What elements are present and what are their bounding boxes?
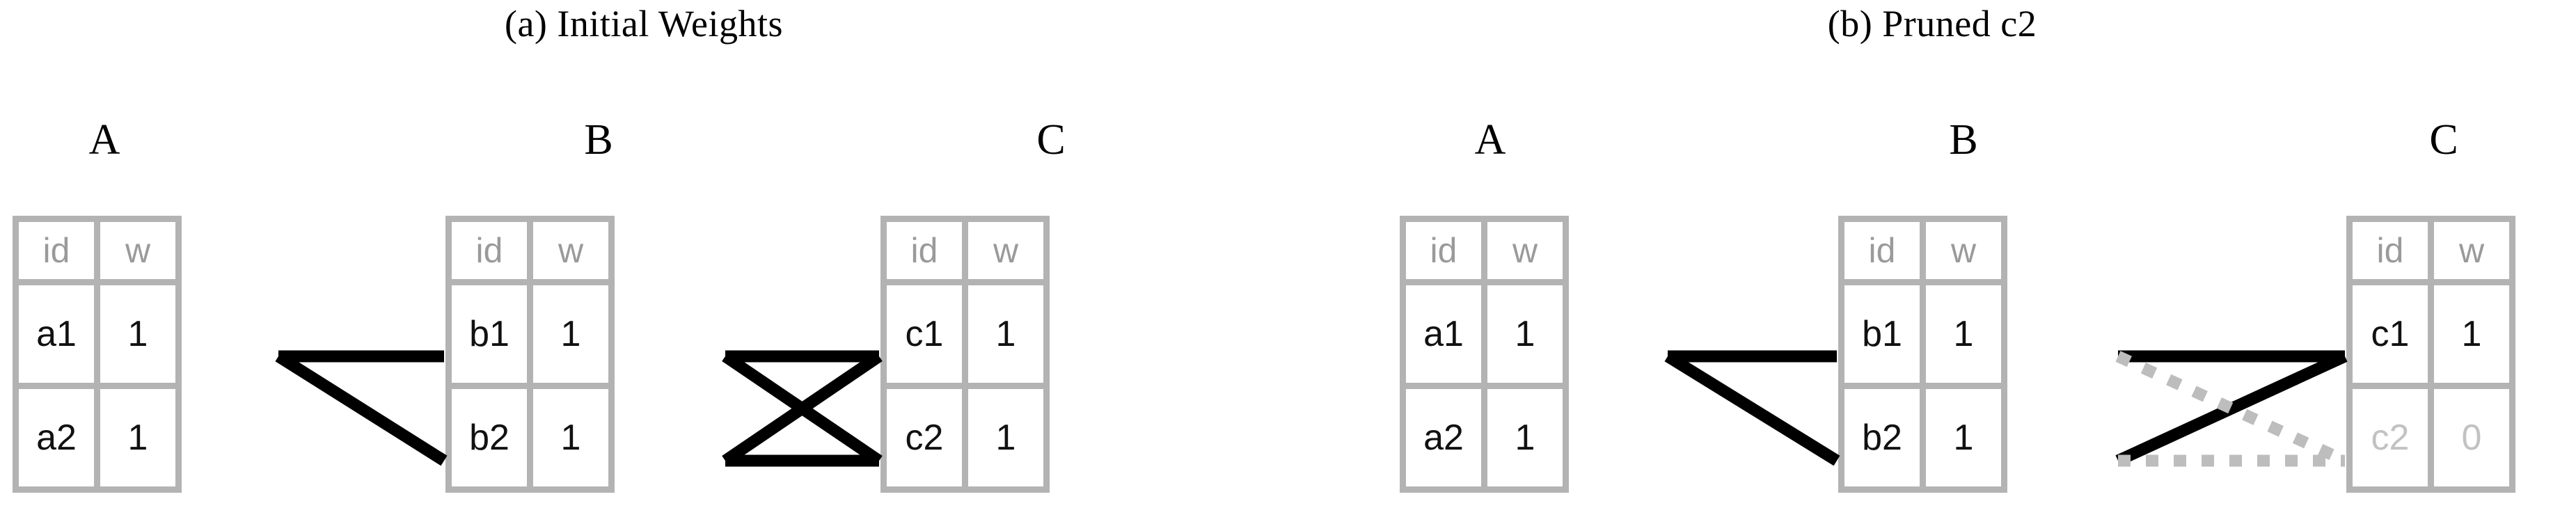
table-row[interactable]: c2 1: [887, 389, 1043, 486]
table-row[interactable]: a1 1: [1406, 285, 1563, 383]
table-b-header-w: w: [1926, 222, 2001, 279]
table-b-header-w: w: [533, 222, 608, 279]
cell-id: a2: [1406, 389, 1481, 486]
cell-id: b2: [1844, 389, 1920, 486]
table-row[interactable]: a1 1: [19, 285, 175, 383]
edge-b1-c2: [722, 351, 883, 466]
table-c: id w c1 1 c2 0: [2346, 216, 2515, 493]
table-c-header-id: id: [2353, 222, 2428, 279]
table-b-header-row: id w: [1844, 222, 2001, 279]
panel-a-title: (a) Initial Weights: [504, 3, 784, 45]
edge-layer-a: [275, 350, 883, 467]
table-row[interactable]: b1 1: [452, 285, 608, 383]
cell-w: 1: [2434, 285, 2509, 383]
table-letter-a: A: [88, 116, 120, 164]
cell-id: b1: [452, 285, 527, 383]
cell-w: 1: [1487, 389, 1563, 486]
cell-id: a2: [19, 389, 94, 486]
cell-w: 1: [968, 389, 1043, 486]
table-c-header-w: w: [968, 222, 1043, 279]
table-c-header-id: id: [887, 222, 962, 279]
table-row[interactable]: a2 1: [1406, 389, 1563, 486]
table-letter-b: B: [584, 116, 613, 164]
cell-w: 1: [100, 389, 175, 486]
table-b-header-id: id: [452, 222, 527, 279]
table-a: id w a1 1 a2 1: [1400, 216, 1569, 493]
table-a-header-w: w: [1487, 222, 1563, 279]
panel-initial-weights: (a) Initial Weights A B C id w a1 1 a2 1…: [13, 3, 1066, 493]
edge-a1-b2: [1664, 351, 1840, 466]
table-b-header-row: id w: [452, 222, 608, 279]
cell-w: 1: [1926, 285, 2001, 383]
table-a-header-row: id w: [19, 222, 175, 279]
table-a-header-id: id: [19, 222, 94, 279]
table-letter-c: C: [2429, 116, 2458, 164]
table-c-header-row: id w: [887, 222, 1043, 279]
table-b: id w b1 1 b2 1: [1838, 216, 2007, 493]
edge-a1-b2: [275, 351, 448, 466]
edge-b2-c1: [2115, 351, 2348, 466]
panel-pruned-c2: (b) Pruned c2 A B C id w a1 1 a2 1 id w: [1288, 0, 2576, 531]
table-a: id w a1 1 a2 1: [13, 216, 182, 493]
table-row[interactable]: c1 1: [887, 285, 1043, 383]
cell-id: c2: [2353, 389, 2428, 486]
table-letter-b: B: [1949, 116, 1978, 164]
table-row[interactable]: a2 1: [19, 389, 175, 486]
cell-id: b1: [1844, 285, 1920, 383]
table-a-header-w: w: [100, 222, 175, 279]
table-row[interactable]: b2 1: [1844, 389, 2001, 486]
table-c: id w c1 1 c2 1: [880, 216, 1050, 493]
cell-id: b2: [452, 389, 527, 486]
cell-id: a1: [1406, 285, 1481, 383]
cell-w: 1: [968, 285, 1043, 383]
cell-id: c1: [2353, 285, 2428, 383]
table-row-pruned[interactable]: c2 0: [2353, 389, 2509, 486]
table-letter-a: A: [1474, 116, 1506, 164]
edge-b1-c2-pruned: [2115, 351, 2348, 466]
table-b-header-id: id: [1844, 222, 1920, 279]
table-c-header-w: w: [2434, 222, 2509, 279]
table-a-header-id: id: [1406, 222, 1481, 279]
cell-w: 1: [533, 285, 608, 383]
cell-w: 0: [2434, 389, 2509, 486]
table-row[interactable]: c1 1: [2353, 285, 2509, 383]
cell-id: c1: [887, 285, 962, 383]
table-row[interactable]: b2 1: [452, 389, 608, 486]
cell-id: a1: [19, 285, 94, 383]
table-b: id w b1 1 b2 1: [445, 216, 615, 493]
table-letter-c: C: [1036, 116, 1066, 164]
cell-w: 1: [1487, 285, 1563, 383]
panel-b-title: (b) Pruned c2: [1827, 3, 2037, 45]
table-a-header-row: id w: [1406, 222, 1563, 279]
table-row[interactable]: b1 1: [1844, 285, 2001, 383]
table-c-header-row: id w: [2353, 222, 2509, 279]
cell-w: 1: [100, 285, 175, 383]
cell-w: 1: [533, 389, 608, 486]
cell-id: c2: [887, 389, 962, 486]
cell-w: 1: [1926, 389, 2001, 486]
edge-b2-c1: [722, 351, 883, 466]
